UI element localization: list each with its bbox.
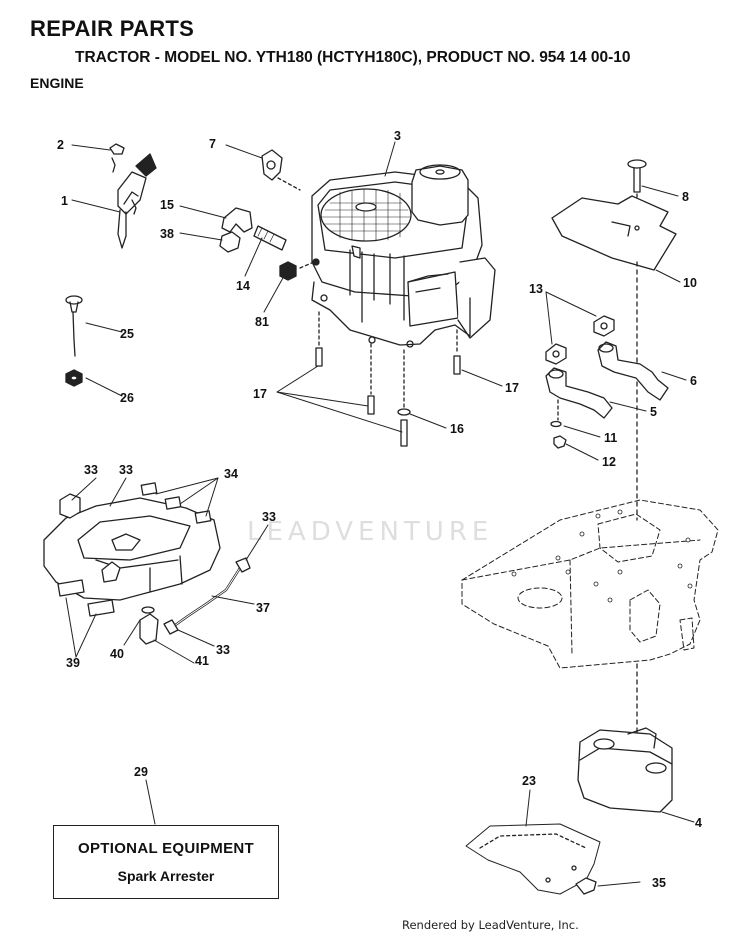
throttle-control-drawing	[109, 143, 157, 249]
frame-drawing	[461, 499, 719, 669]
callout-23: 23	[522, 774, 536, 788]
footer-credit: Rendered by LeadVenture, Inc.	[402, 918, 579, 932]
callout-6: 6	[690, 374, 697, 388]
optional-equipment-box: OPTIONAL EQUIPMENT Spark Arrester	[53, 825, 279, 899]
page-title: REPAIR PARTS	[30, 16, 195, 41]
callout-labels: 2 1 7 3 15 38 14 81 25 26 8 10 13 6 5 11…	[57, 129, 702, 890]
callout-35: 35	[652, 876, 666, 890]
callout-33-bottom: 33	[216, 643, 230, 657]
callout-39: 39	[66, 656, 80, 670]
page-subtitle: TRACTOR - MODEL NO. YTH180 (HCTYH180C), …	[75, 49, 631, 66]
frame-holes	[511, 509, 693, 603]
muffler-drawing	[577, 663, 673, 813]
exhaust-pipes-drawing	[545, 315, 669, 449]
clip-drawing	[261, 149, 301, 191]
callout-5: 5	[650, 405, 657, 419]
engine-bolts-drawing	[315, 311, 461, 447]
callout-34: 34	[224, 467, 238, 481]
callout-11: 11	[604, 431, 617, 445]
callout-41: 41	[195, 654, 209, 668]
callout-26: 26	[120, 391, 134, 405]
callout-40: 40	[110, 647, 124, 661]
callout-8: 8	[682, 190, 689, 204]
callout-1: 1	[61, 194, 68, 208]
callout-4: 4	[695, 816, 702, 830]
fuel-tank-shroud-drawing	[43, 482, 251, 645]
callout-29: 29	[134, 765, 148, 779]
watermark: LEADVENTURE	[247, 517, 494, 547]
optional-equipment-item: Spark Arrester	[117, 868, 215, 884]
knob-and-nut-drawing	[65, 295, 83, 387]
callout-37: 37	[256, 601, 270, 615]
callout-17-right: 17	[505, 381, 519, 395]
leader-lines	[65, 141, 695, 887]
callout-7: 7	[209, 137, 216, 151]
callout-32: 33	[84, 463, 98, 477]
callout-81: 81	[255, 315, 269, 329]
callout-25: 25	[120, 327, 134, 341]
callout-15: 15	[160, 198, 174, 212]
callout-2: 2	[57, 138, 64, 152]
callout-31: 33	[119, 463, 133, 477]
callout-3: 3	[394, 129, 401, 143]
callout-38: 38	[160, 227, 174, 241]
callout-13: 13	[529, 282, 543, 296]
callout-12: 12	[602, 455, 616, 469]
muffler-bracket-drawing	[465, 823, 601, 895]
engine-drawing	[311, 164, 496, 348]
callout-10: 10	[683, 276, 697, 290]
callout-16: 16	[450, 422, 464, 436]
fuel-fittings-drawing	[219, 207, 320, 281]
callout-17-left: 17	[253, 387, 267, 401]
optional-equipment-title: OPTIONAL EQUIPMENT	[78, 840, 254, 857]
heat-shield-drawing	[551, 159, 677, 521]
callout-14: 14	[236, 279, 250, 293]
section-title: ENGINE	[30, 75, 84, 91]
callout-33-top: 33	[262, 510, 276, 524]
